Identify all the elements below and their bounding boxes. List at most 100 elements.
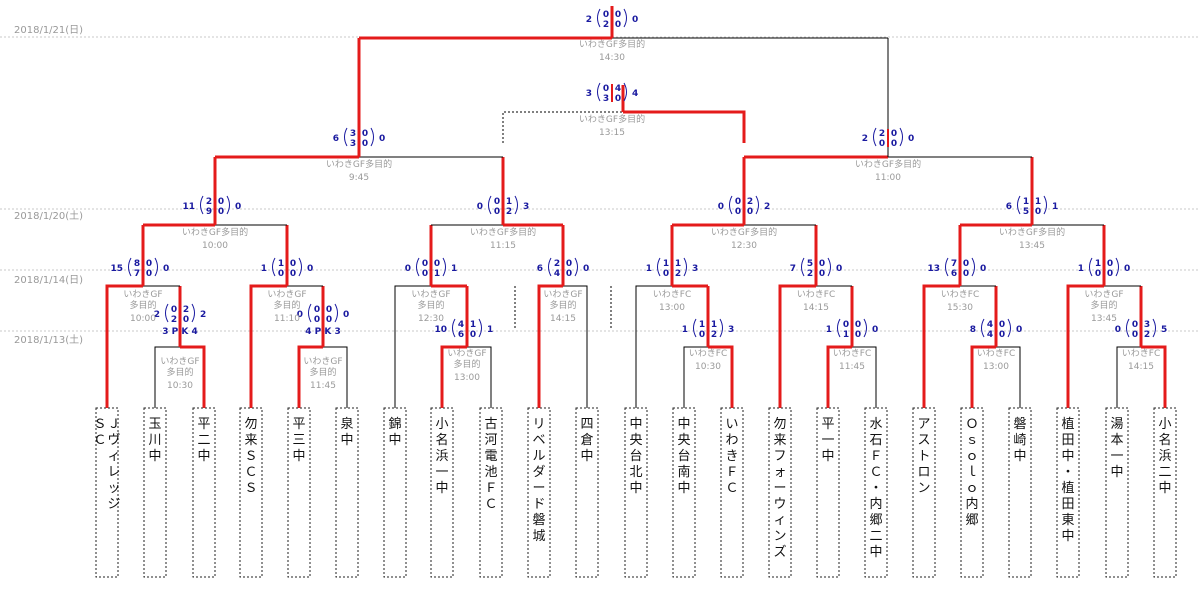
half1-left: 4 xyxy=(987,320,993,330)
half1-left: 0 xyxy=(171,305,177,315)
paren-right xyxy=(623,82,627,102)
half1-left: 2 xyxy=(554,259,560,269)
paren-left xyxy=(1017,195,1021,215)
score-left: 10 xyxy=(434,325,447,335)
venue-label: いわきGF多目的 xyxy=(999,226,1065,238)
team-box xyxy=(720,407,744,578)
venue-label: いわきGF多目的 xyxy=(326,158,392,170)
team-box xyxy=(192,407,216,578)
score-left: 6 xyxy=(1006,202,1012,212)
paren-left xyxy=(200,195,204,215)
paren-right xyxy=(755,195,759,215)
venue-label: いわきGF xyxy=(447,348,486,359)
score-right: 1 xyxy=(451,264,457,274)
score-left: 11 xyxy=(182,202,195,212)
score-right: 0 xyxy=(343,310,349,320)
venue-label: いわきGF xyxy=(160,356,199,367)
score-left: 6 xyxy=(537,264,543,274)
venue-label: いわきFC xyxy=(833,348,871,359)
team-name: アストロン xyxy=(917,417,930,496)
paren-right xyxy=(827,257,831,277)
score-left: 2 xyxy=(862,134,868,144)
half2-right: 2 xyxy=(675,269,681,279)
score-left: 1 xyxy=(261,264,267,274)
bracket-line xyxy=(323,346,348,408)
score-right: 4 xyxy=(632,89,638,99)
half2-right: 2 xyxy=(1144,330,1150,340)
half1-left: 2 xyxy=(206,197,212,207)
half1-left: 1 xyxy=(699,320,705,330)
half2-left: 6 xyxy=(458,330,464,340)
bracket-line xyxy=(970,345,996,408)
paren-left xyxy=(272,257,276,277)
venue-label: 多目的 xyxy=(453,358,480,370)
paren-left xyxy=(597,82,601,102)
paren-right xyxy=(370,127,374,147)
kickoff-time: 11:15 xyxy=(490,241,516,251)
bracket-line xyxy=(996,346,1021,408)
kickoff-time: 11:45 xyxy=(310,381,336,391)
venue-label: 多目的 xyxy=(1090,299,1117,311)
bracket-lines xyxy=(105,6,1167,408)
date-label: 2018/1/13(土) xyxy=(14,333,83,346)
team-box xyxy=(527,407,551,578)
half2-left: 2 xyxy=(603,20,609,30)
team-box xyxy=(816,407,840,578)
score-left: 6 xyxy=(333,134,339,144)
score-left: 7 xyxy=(790,264,796,274)
half1-left: 0 xyxy=(494,197,500,207)
team-name: ＳＣ xyxy=(93,417,106,448)
score-right: 3 xyxy=(728,325,734,335)
bracket-line xyxy=(467,346,492,408)
paren-left xyxy=(128,257,132,277)
venue-label: 多目的 xyxy=(549,299,576,311)
half2-left: 0 xyxy=(494,207,500,217)
half1-right: 0 xyxy=(615,10,621,20)
half1-right: 0 xyxy=(1107,259,1113,269)
half1-left: 5 xyxy=(807,259,813,269)
kickoff-time: 12:30 xyxy=(731,241,757,251)
half1-left: 2 xyxy=(879,129,885,139)
team-box xyxy=(624,407,648,578)
paren-right xyxy=(574,257,578,277)
venue-label: いわきGF多目的 xyxy=(182,226,248,238)
half1-left: 0 xyxy=(843,320,849,330)
half2-right: 0 xyxy=(290,269,296,279)
half2-left: 0 xyxy=(735,207,741,217)
bracket-line xyxy=(922,284,960,408)
kickoff-time: 12:30 xyxy=(418,314,444,324)
bracket-line xyxy=(1066,284,1104,408)
half2-right: 0 xyxy=(855,330,861,340)
paren-left xyxy=(308,303,312,323)
team-name: 古河電池ＦＣ xyxy=(484,417,497,512)
kickoff-time: 13:45 xyxy=(1019,241,1045,251)
half2-right: 0 xyxy=(615,20,621,30)
half2-left: 5 xyxy=(1023,207,1029,217)
paren-left xyxy=(416,257,420,277)
half1-right: 2 xyxy=(747,197,753,207)
score-left: 2 xyxy=(586,15,592,25)
half2-left: 4 xyxy=(987,330,993,340)
venue-label: いわきGF xyxy=(123,289,162,300)
venue-label: いわきGF xyxy=(411,289,450,300)
date-label: 2018/1/21(日) xyxy=(14,25,83,36)
paren-right xyxy=(478,318,482,338)
paren-right xyxy=(334,303,338,323)
half1-right: 1 xyxy=(711,320,717,330)
score-right: 2 xyxy=(764,202,770,212)
team-box xyxy=(1008,407,1032,578)
kickoff-time: 13:00 xyxy=(659,303,685,313)
score-right: 0 xyxy=(235,202,241,212)
team-name: 小名浜一中 xyxy=(435,417,448,496)
venue-label: いわきGF多目的 xyxy=(711,226,777,238)
score-left: 1 xyxy=(646,264,652,274)
half1-right: 1 xyxy=(675,259,681,269)
score-left: 15 xyxy=(110,264,123,274)
